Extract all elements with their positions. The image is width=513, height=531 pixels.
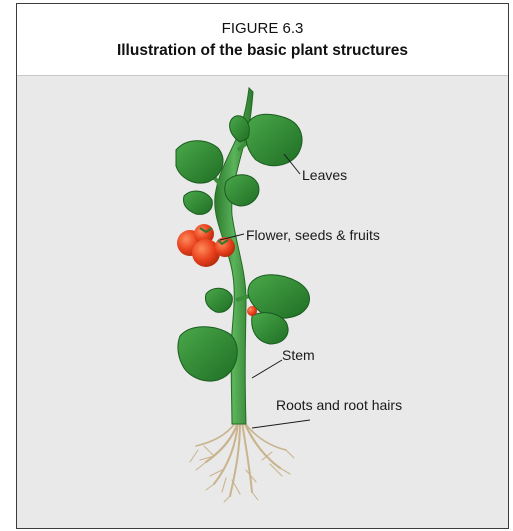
leaf — [225, 175, 259, 206]
leaf — [230, 116, 250, 142]
fruit — [247, 306, 257, 316]
label-roots: Roots and root hairs — [276, 397, 402, 413]
roots-illustration — [190, 422, 294, 502]
leaf — [176, 141, 223, 183]
leaf — [248, 275, 310, 318]
root-hair — [190, 450, 294, 502]
label-stem: Stem — [282, 347, 315, 363]
leaf — [245, 114, 302, 165]
stem-leader-line — [252, 360, 282, 378]
label-leaves: Leaves — [302, 167, 347, 183]
label-flower-seeds-fruits: Flower, seeds & fruits — [246, 227, 380, 243]
leaf — [178, 327, 237, 381]
leaf — [205, 288, 232, 312]
leaf — [184, 191, 213, 214]
root-strand — [196, 422, 236, 446]
roots-leader-line — [252, 420, 310, 428]
